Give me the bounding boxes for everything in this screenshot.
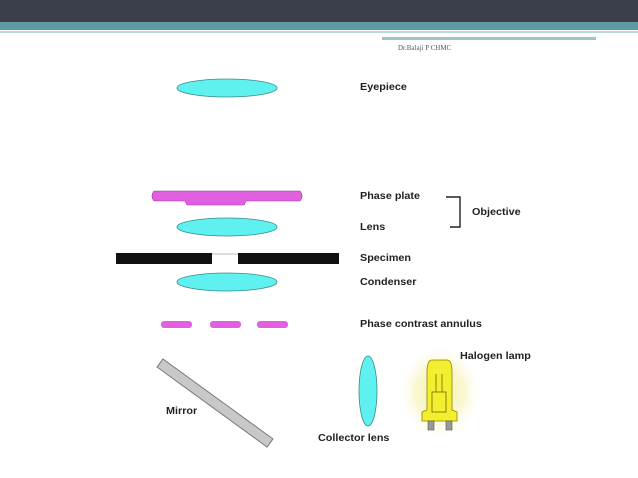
condenser-lens bbox=[176, 272, 278, 292]
header-band bbox=[0, 0, 638, 22]
annulus-segment-left bbox=[161, 321, 192, 328]
label-lens: Lens bbox=[360, 222, 386, 233]
label-eyepiece: Eyepiece bbox=[360, 82, 407, 93]
annulus-segment-right bbox=[257, 321, 288, 328]
label-phase-plate: Phase plate bbox=[360, 191, 421, 202]
halogen-lamp-icon bbox=[421, 359, 458, 431]
phase-plate bbox=[151, 190, 303, 206]
eyepiece-lens bbox=[176, 78, 278, 98]
label-annulus: Phase contrast annulus bbox=[360, 319, 482, 330]
header-teal-line-thin bbox=[0, 31, 638, 33]
label-halogen-lamp: Halogen lamp bbox=[460, 351, 531, 362]
header-accent-line bbox=[382, 37, 596, 40]
slide-caption: Dr.Balaji P CHMC bbox=[398, 44, 452, 52]
label-specimen: Specimen bbox=[360, 253, 412, 264]
label-condenser: Condenser bbox=[360, 277, 417, 288]
collector-lens bbox=[358, 355, 378, 427]
objective-lens bbox=[176, 217, 278, 237]
specimen-bar-right bbox=[238, 253, 339, 264]
specimen-bar-left bbox=[116, 253, 212, 264]
objective-bracket bbox=[446, 196, 461, 228]
label-mirror: Mirror bbox=[166, 406, 198, 417]
header-teal-line bbox=[0, 22, 638, 30]
annulus-segment-middle bbox=[210, 321, 241, 328]
mirror bbox=[156, 358, 274, 448]
label-objective: Objective bbox=[472, 207, 521, 218]
label-collector-lens: Collector lens bbox=[318, 433, 390, 444]
